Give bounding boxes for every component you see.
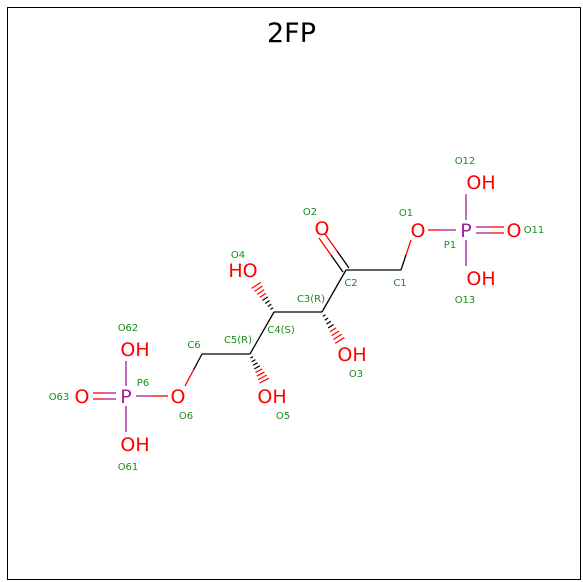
- atom-o61: OH: [120, 434, 149, 456]
- label-c6: C6: [187, 340, 200, 351]
- label-o5: O5: [276, 411, 290, 422]
- label-o1: O1: [399, 208, 413, 219]
- atom-o6: O: [171, 386, 186, 408]
- label-c2: C2: [344, 278, 357, 289]
- label-p6: P6: [137, 378, 149, 389]
- bond-c2-o2-2-b: [324, 233, 338, 252]
- label-p1: P1: [444, 240, 456, 251]
- label-o62: O62: [118, 323, 139, 334]
- label-o4: O4: [231, 250, 245, 261]
- atom-o11: O: [507, 220, 522, 242]
- label-o11: O11: [524, 225, 545, 236]
- bond-c4-c5: [249, 311, 275, 355]
- bond-c2-c3: [321, 269, 347, 313]
- diagram-title: 2FP: [267, 18, 316, 49]
- atom-p1: P: [460, 220, 471, 242]
- atom-symbols: P O O OH OH O OH HO OH O P OH OH O: [75, 172, 522, 456]
- bond-c3-o3-hashed: [322, 314, 345, 344]
- atom-p6: P: [120, 386, 131, 408]
- atom-o63: O: [75, 386, 90, 408]
- atom-o5: OH: [257, 386, 286, 408]
- label-o63: O63: [49, 392, 70, 403]
- bonds: [93, 194, 504, 432]
- label-o13: O13: [455, 295, 476, 306]
- atom-o62: OH: [120, 339, 149, 361]
- atom-o12: OH: [466, 172, 495, 194]
- atom-o13: OH: [466, 268, 495, 290]
- atom-o4: HO: [228, 260, 257, 282]
- bond-c2-o2-1-a: [330, 254, 344, 273]
- label-o12: O12: [455, 156, 476, 167]
- atom-o3: OH: [337, 344, 366, 366]
- label-o2: O2: [303, 207, 317, 218]
- label-o6: O6: [179, 411, 193, 422]
- bond-c4-o4-hashed: [251, 281, 274, 311]
- bond-c1-o1-b: [405, 239, 412, 256]
- label-c4: C4(S): [267, 325, 295, 336]
- atom-o2: O: [315, 218, 330, 240]
- bond-c6-o6-b: [184, 369, 195, 387]
- bond-c2-o2-1-b: [318, 237, 332, 256]
- bond-c1-o1-a: [400, 254, 407, 271]
- bond-c6-o6-a: [192, 353, 203, 371]
- diagram-frame: [7, 7, 581, 580]
- label-c5: C5(R): [224, 335, 252, 346]
- label-c1: C1: [393, 278, 406, 289]
- label-o3: O3: [349, 369, 363, 380]
- atom-o1: O: [411, 220, 426, 242]
- label-c3: C3(R): [297, 294, 325, 305]
- bond-c5-o5-hashed: [250, 356, 270, 384]
- label-o61: O61: [118, 462, 139, 473]
- bond-c2-o2-2-a: [336, 250, 350, 269]
